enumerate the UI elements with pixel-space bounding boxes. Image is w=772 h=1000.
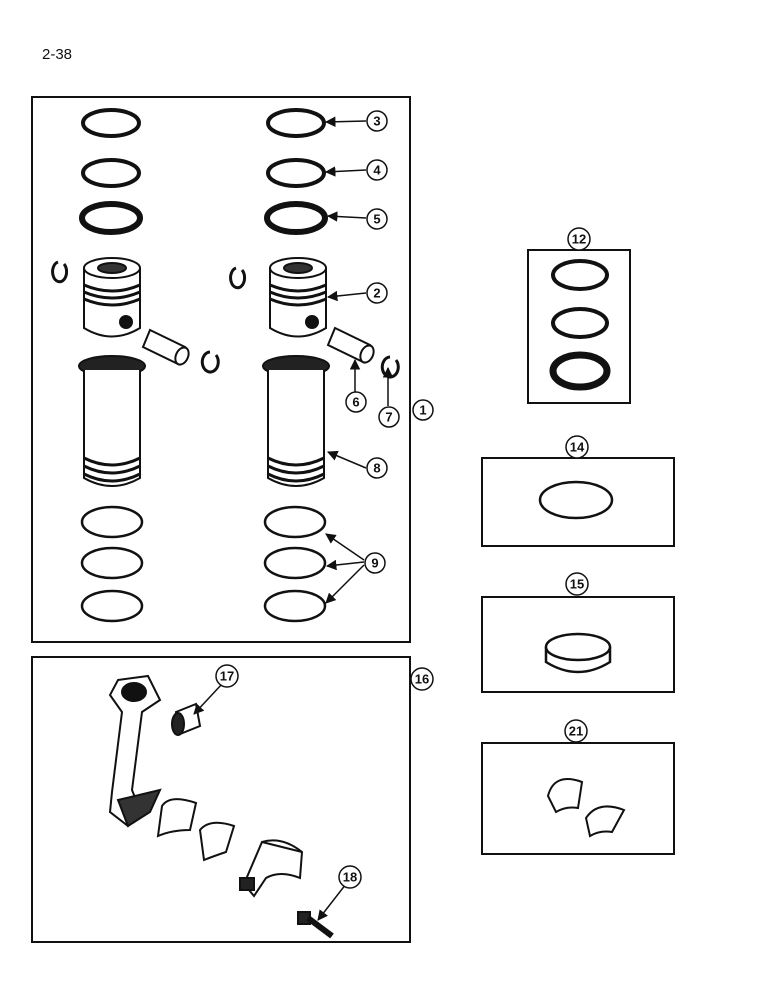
callout-17: 17	[215, 664, 239, 688]
snap-ring-left-a	[51, 260, 69, 284]
snap-ring-right-a	[229, 266, 247, 290]
oil-ring	[264, 201, 328, 235]
callouts: 3 4 5 2 6 7 1 8 9 12 14 15 21 16 17 18	[215, 110, 591, 889]
second-ring	[266, 158, 326, 188]
leader-lines-panel-16	[193, 683, 347, 921]
snap-ring	[380, 355, 400, 379]
callout-4: 4	[366, 159, 388, 181]
callout-3: 3	[366, 110, 388, 132]
piston-pin-left	[141, 328, 190, 366]
svg-text:16: 16	[415, 672, 429, 687]
pin-bushing	[171, 702, 202, 736]
svg-text:17: 17	[220, 669, 234, 684]
liner-o-rings	[263, 505, 327, 623]
snap-ring-left-b	[200, 350, 220, 374]
callout-2: 2	[366, 282, 388, 304]
callout-21: 21	[564, 719, 588, 743]
svg-text:9: 9	[371, 556, 378, 571]
callout-18: 18	[338, 865, 362, 889]
right-ring-stack	[264, 108, 328, 235]
svg-text:12: 12	[572, 232, 586, 247]
ring-set-panel	[527, 249, 631, 404]
connecting-rod-assembly	[108, 674, 162, 828]
svg-text:2: 2	[373, 286, 380, 301]
svg-text:21: 21	[569, 724, 583, 739]
leader-lines-panel-1	[324, 116, 394, 604]
svg-text:4: 4	[373, 163, 381, 178]
callout-8: 8	[366, 457, 388, 479]
svg-text:6: 6	[352, 395, 359, 410]
rod-bearing	[546, 778, 626, 838]
callout-7: 7	[378, 406, 400, 428]
svg-text:8: 8	[373, 461, 380, 476]
left-ring-stack	[79, 108, 143, 235]
svg-text:15: 15	[570, 577, 584, 592]
top-ring	[266, 108, 326, 138]
rod-bearing-panel	[481, 742, 675, 855]
svg-text:5: 5	[373, 212, 380, 227]
rod-bolt	[297, 911, 334, 939]
rod-bearing-shells	[156, 798, 236, 862]
cylinder-liner-left	[78, 355, 146, 487]
svg-text:14: 14	[570, 440, 585, 455]
callout-12: 12	[567, 227, 591, 251]
piston-kit-panel	[31, 96, 411, 643]
callout-6: 6	[345, 391, 367, 413]
piston-left	[83, 257, 141, 338]
svg-text:18: 18	[343, 870, 357, 885]
rod-cap	[239, 839, 304, 898]
seal-ring	[538, 480, 614, 520]
piston-pin	[326, 326, 375, 364]
svg-text:1: 1	[419, 403, 426, 418]
callout-1: 1	[412, 399, 434, 421]
sleeve	[544, 632, 612, 674]
cylinder-liner	[262, 355, 330, 487]
callout-15: 15	[565, 572, 589, 596]
liner-o-rings-left	[80, 505, 144, 623]
sleeve-panel	[481, 596, 675, 693]
callout-5: 5	[366, 208, 388, 230]
callout-9: 9	[364, 552, 386, 574]
piston	[269, 257, 327, 338]
svg-text:7: 7	[385, 410, 392, 425]
callout-14: 14	[565, 435, 589, 459]
seal-ring-panel	[481, 457, 675, 547]
ring-set	[549, 259, 611, 391]
page-number: 2-38	[42, 46, 73, 63]
connecting-rod-panel	[31, 656, 411, 943]
callout-16: 16	[410, 667, 434, 691]
svg-text:3: 3	[373, 114, 380, 129]
